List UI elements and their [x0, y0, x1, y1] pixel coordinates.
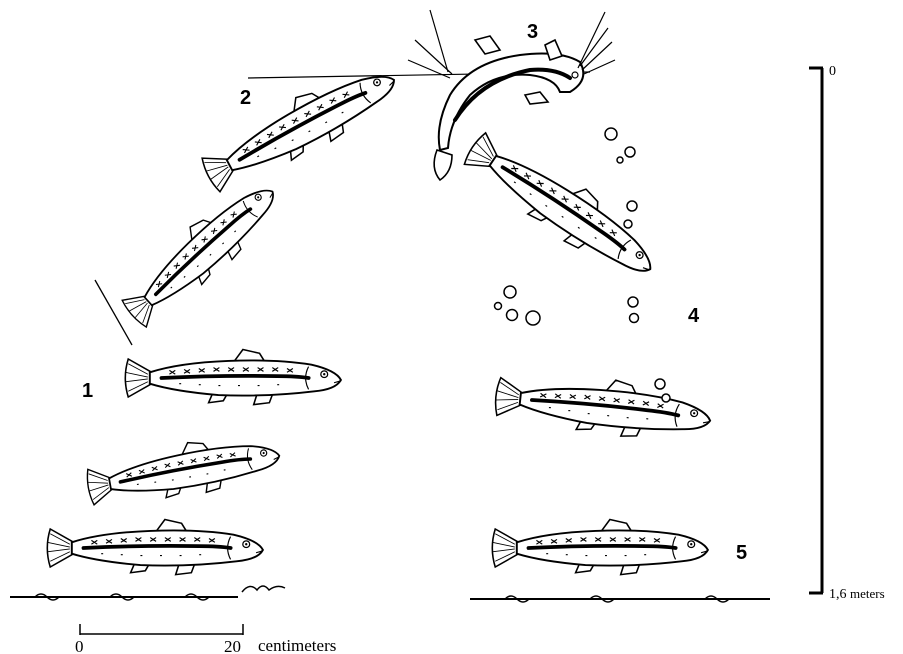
- fish-stage-1-bottom: [47, 520, 263, 575]
- stage-label-2: 2: [240, 87, 251, 109]
- substrate-right: [470, 596, 770, 602]
- stage-label-3: 3: [527, 21, 538, 43]
- depth-scale-top-label: 0: [829, 64, 836, 79]
- length-scale-start-label: 0: [75, 637, 84, 654]
- fish-stage-2-surface: [195, 53, 405, 200]
- fish-stage-5-bottom: [492, 520, 708, 575]
- stage-label-1: 1: [82, 380, 93, 402]
- depth-scale: 0 1,6 meters: [809, 64, 885, 602]
- substrate-left: [10, 586, 285, 600]
- length-scale-unit-label: centimeters: [258, 636, 336, 654]
- fish-stage-4-level: [493, 368, 713, 445]
- stage-label-5: 5: [736, 542, 747, 564]
- depth-scale-bottom-label: 1,6 meters: [829, 586, 885, 602]
- fish-stage-2-ascending: [114, 170, 288, 334]
- stage-label-4: 4: [688, 305, 700, 327]
- length-scale-end-label: 20: [224, 637, 241, 654]
- fish-stage-1-middle: [125, 350, 341, 405]
- length-scale: 0 20 centimeters: [75, 624, 336, 654]
- fish-stage-1-rising: [84, 427, 284, 512]
- trajectory-line: [95, 280, 132, 345]
- fish-stage-3-turning: [408, 10, 615, 180]
